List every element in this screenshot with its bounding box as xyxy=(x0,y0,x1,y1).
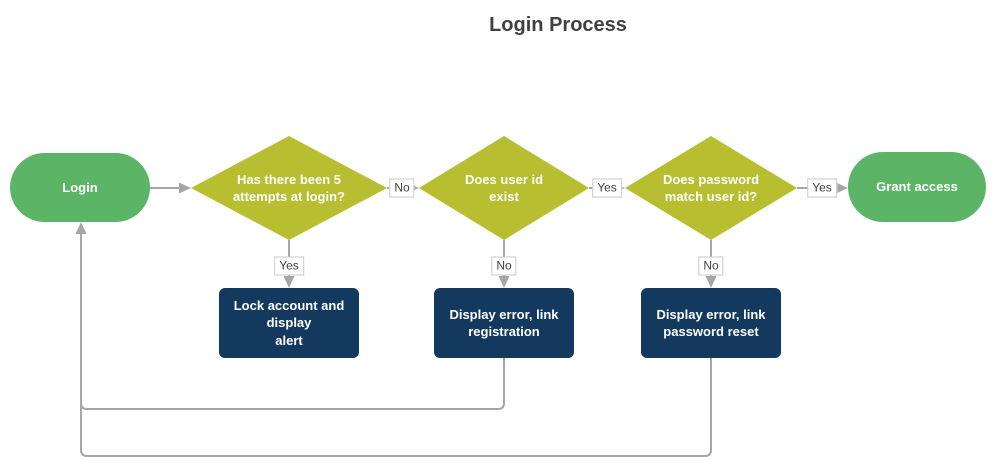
edge-error-registration-loop xyxy=(80,358,505,410)
node-error-password-reset: Display error, link password reset xyxy=(641,288,781,358)
edge-label-yes-lock: Yes xyxy=(274,256,304,276)
edge-label-yes-userid: Yes xyxy=(592,178,622,198)
node-login-label: Login xyxy=(62,179,98,195)
node-error-password-reset-label: Display error, link password reset xyxy=(656,306,766,339)
arrowhead-into-attempts xyxy=(179,182,191,194)
node-error-registration: Display error, link registration xyxy=(434,288,574,358)
edge-label-no-reset: No xyxy=(698,256,724,276)
edge-error-reset-loop xyxy=(80,233,712,457)
node-login: Login xyxy=(10,153,150,222)
arrowhead-into-error-registration xyxy=(498,276,510,288)
arrowhead-into-lock xyxy=(283,276,295,288)
edge-label-no-attempts: No xyxy=(389,178,415,198)
node-attempts-check-label: Has there been 5 attempts at login? xyxy=(233,171,345,204)
arrowhead-into-grant xyxy=(836,182,848,194)
node-password-match-label: Does password match user id? xyxy=(662,171,760,204)
arrowhead-into-login xyxy=(75,222,87,234)
node-lock-account: Lock account and display alert xyxy=(219,288,359,358)
node-lock-account-label: Lock account and display alert xyxy=(233,298,345,348)
edge-label-yes-password: Yes xyxy=(807,178,837,198)
node-error-registration-label: Display error, link registration xyxy=(449,306,559,339)
edge-label-no-registration: No xyxy=(491,256,517,276)
node-grant-access-label: Grant access xyxy=(876,179,958,195)
node-user-id-exists-label: Does user id exist xyxy=(464,171,544,204)
diagram-title: Login Process xyxy=(489,14,627,36)
node-grant-access: Grant access xyxy=(848,152,986,222)
arrowhead-into-error-reset xyxy=(705,276,717,288)
